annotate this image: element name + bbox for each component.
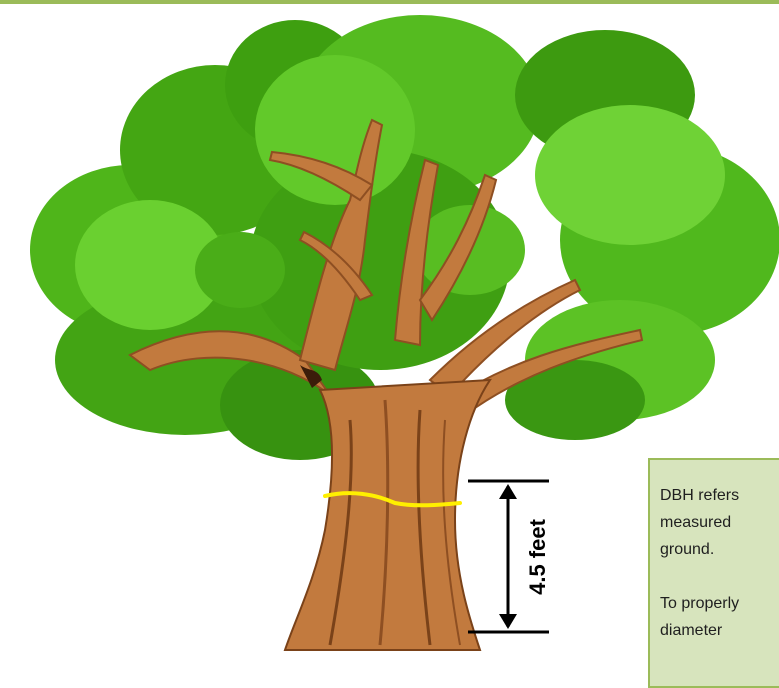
dbh-note-box: DBH refers measured ground. To properly … bbox=[648, 458, 779, 688]
height-label: 4.5 feet bbox=[525, 518, 550, 594]
note-paragraph-1: DBH refers measured ground. bbox=[660, 482, 779, 563]
note-paragraph-2: To properly diameter bbox=[660, 590, 779, 644]
